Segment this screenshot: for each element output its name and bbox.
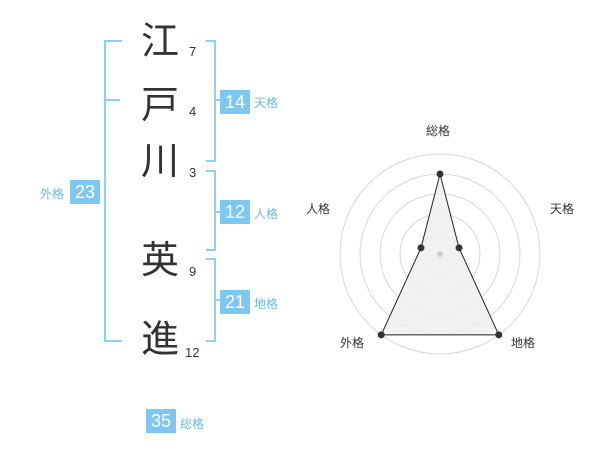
radar-axis-label-1: 総格 xyxy=(426,124,451,138)
tenkaku-bracket-tick xyxy=(216,99,222,101)
radar-point-3 xyxy=(495,331,503,339)
radar-axis-label-5: 人格 xyxy=(306,202,331,216)
name-char-5: 進 xyxy=(140,317,179,361)
jinkaku-value: 12 xyxy=(220,200,250,224)
name-char-3: 川 xyxy=(140,139,179,183)
radar-axis-label-4: 外格 xyxy=(340,336,365,350)
name-char-1: 江 xyxy=(140,19,179,63)
soukaku-value: 35 xyxy=(146,409,176,433)
jinkaku-bracket-tick xyxy=(216,211,222,213)
name-char-4-strokes: 9 xyxy=(189,264,197,279)
chikaku-bracket xyxy=(206,258,216,342)
gaikaku-label: 外格 xyxy=(40,187,65,201)
name-char-2: 戸 xyxy=(140,83,179,127)
soukaku-label: 総格 xyxy=(180,417,205,431)
radar-point-5 xyxy=(417,244,425,252)
gaikaku-value: 23 xyxy=(70,180,100,204)
tenkaku-value: 14 xyxy=(220,90,250,114)
radar-grid-ring xyxy=(339,153,541,355)
gaikaku-bracket xyxy=(104,40,122,342)
radar-point-2 xyxy=(455,244,463,252)
name-char-2-strokes: 4 xyxy=(189,104,197,119)
name-char-3-strokes: 3 xyxy=(189,165,197,180)
chikaku-bracket-tick xyxy=(216,299,222,301)
name-char-1-strokes: 7 xyxy=(189,44,197,59)
chikaku-value: 21 xyxy=(220,290,250,314)
name-char-5-strokes: 12 xyxy=(185,345,200,360)
radar-axis-label-3: 地格 xyxy=(511,336,536,350)
jinkaku-bracket xyxy=(206,170,216,251)
chikaku-label: 地格 xyxy=(254,297,279,311)
name-char-4: 英 xyxy=(140,238,179,282)
tenkaku-label: 天格 xyxy=(254,96,279,110)
radar-point-4 xyxy=(377,331,385,339)
tenkaku-bracket xyxy=(206,40,216,162)
jinkaku-label: 人格 xyxy=(254,207,279,221)
radar-point-1 xyxy=(436,170,444,178)
radar-center-dot xyxy=(437,251,443,257)
gaikaku-bracket-mid-tick xyxy=(104,99,120,101)
radar-axis-label-2: 天格 xyxy=(550,202,575,216)
